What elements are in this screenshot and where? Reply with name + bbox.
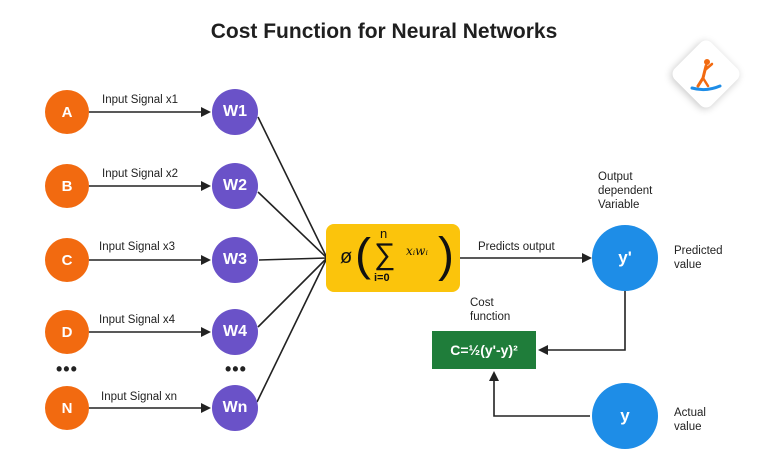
line-w3-sum <box>258 257 328 261</box>
actual-node: y <box>592 383 658 449</box>
signal-label-x3: Input Signal x3 <box>99 241 176 253</box>
cost-label-line2: function <box>470 311 511 323</box>
weight-node-w4: W4 <box>212 309 258 355</box>
right-paren: ) <box>438 229 454 282</box>
weight-node-w3: W3 <box>212 237 258 283</box>
cost-label-line1: Cost <box>470 297 494 309</box>
weight-node-wn: Wn <box>212 385 258 431</box>
actual-label-line2: value <box>674 421 702 433</box>
actual-label-line1: Actual <box>674 407 706 419</box>
input-node-d: D <box>45 310 89 354</box>
sum-upper-limit: n <box>380 226 388 241</box>
line-w1-sum <box>257 116 328 259</box>
line-wn-sum <box>256 257 328 403</box>
signal-label-x1: Input Signal x1 <box>102 94 179 106</box>
input-node-a: A <box>45 90 89 134</box>
signal-label-x2: Input Signal x2 <box>102 168 179 180</box>
input-ellipsis: ••• <box>56 359 78 379</box>
weight-ellipsis: ••• <box>225 359 247 379</box>
cost-function-box: C=½(y'-y)² <box>432 331 536 369</box>
weight-node-w2: W2 <box>212 163 258 209</box>
diagram-title: Cost Function for Neural Networks <box>210 20 558 43</box>
predicted-label-line2: value <box>674 259 702 271</box>
output-label-line2: dependent <box>598 185 653 197</box>
output-label-line3: Variable <box>598 199 640 211</box>
arrow-predicted-cost <box>538 291 626 355</box>
sigma-symbol: ∑ <box>374 238 396 271</box>
brand-logo-icon <box>669 37 743 111</box>
signal-label-xn: Input Signal xn <box>101 391 178 403</box>
activation-summation-box: ø ( n ∑ i=0 xᵢwᵢ ) <box>326 224 460 292</box>
input-node-c: C <box>45 238 89 282</box>
left-paren: ( <box>355 230 371 281</box>
predicted-label-line1: Predicted <box>674 245 723 257</box>
input-node-b: B <box>45 164 89 208</box>
predicts-output-label: Predicts output <box>478 241 555 253</box>
predicted-node: y' <box>592 225 658 291</box>
line-w4-sum <box>257 257 328 328</box>
input-node-n: N <box>45 386 89 430</box>
phi-symbol: ø <box>340 246 353 268</box>
weight-node-w1: W1 <box>212 89 258 135</box>
arrow-actual-cost <box>489 371 590 417</box>
line-w2-sum <box>257 191 328 259</box>
output-label-line1: Output <box>598 171 633 183</box>
sum-term: xᵢwᵢ <box>406 244 428 258</box>
signal-label-x4: Input Signal x4 <box>99 314 176 326</box>
sum-lower-limit: i=0 <box>374 272 390 284</box>
